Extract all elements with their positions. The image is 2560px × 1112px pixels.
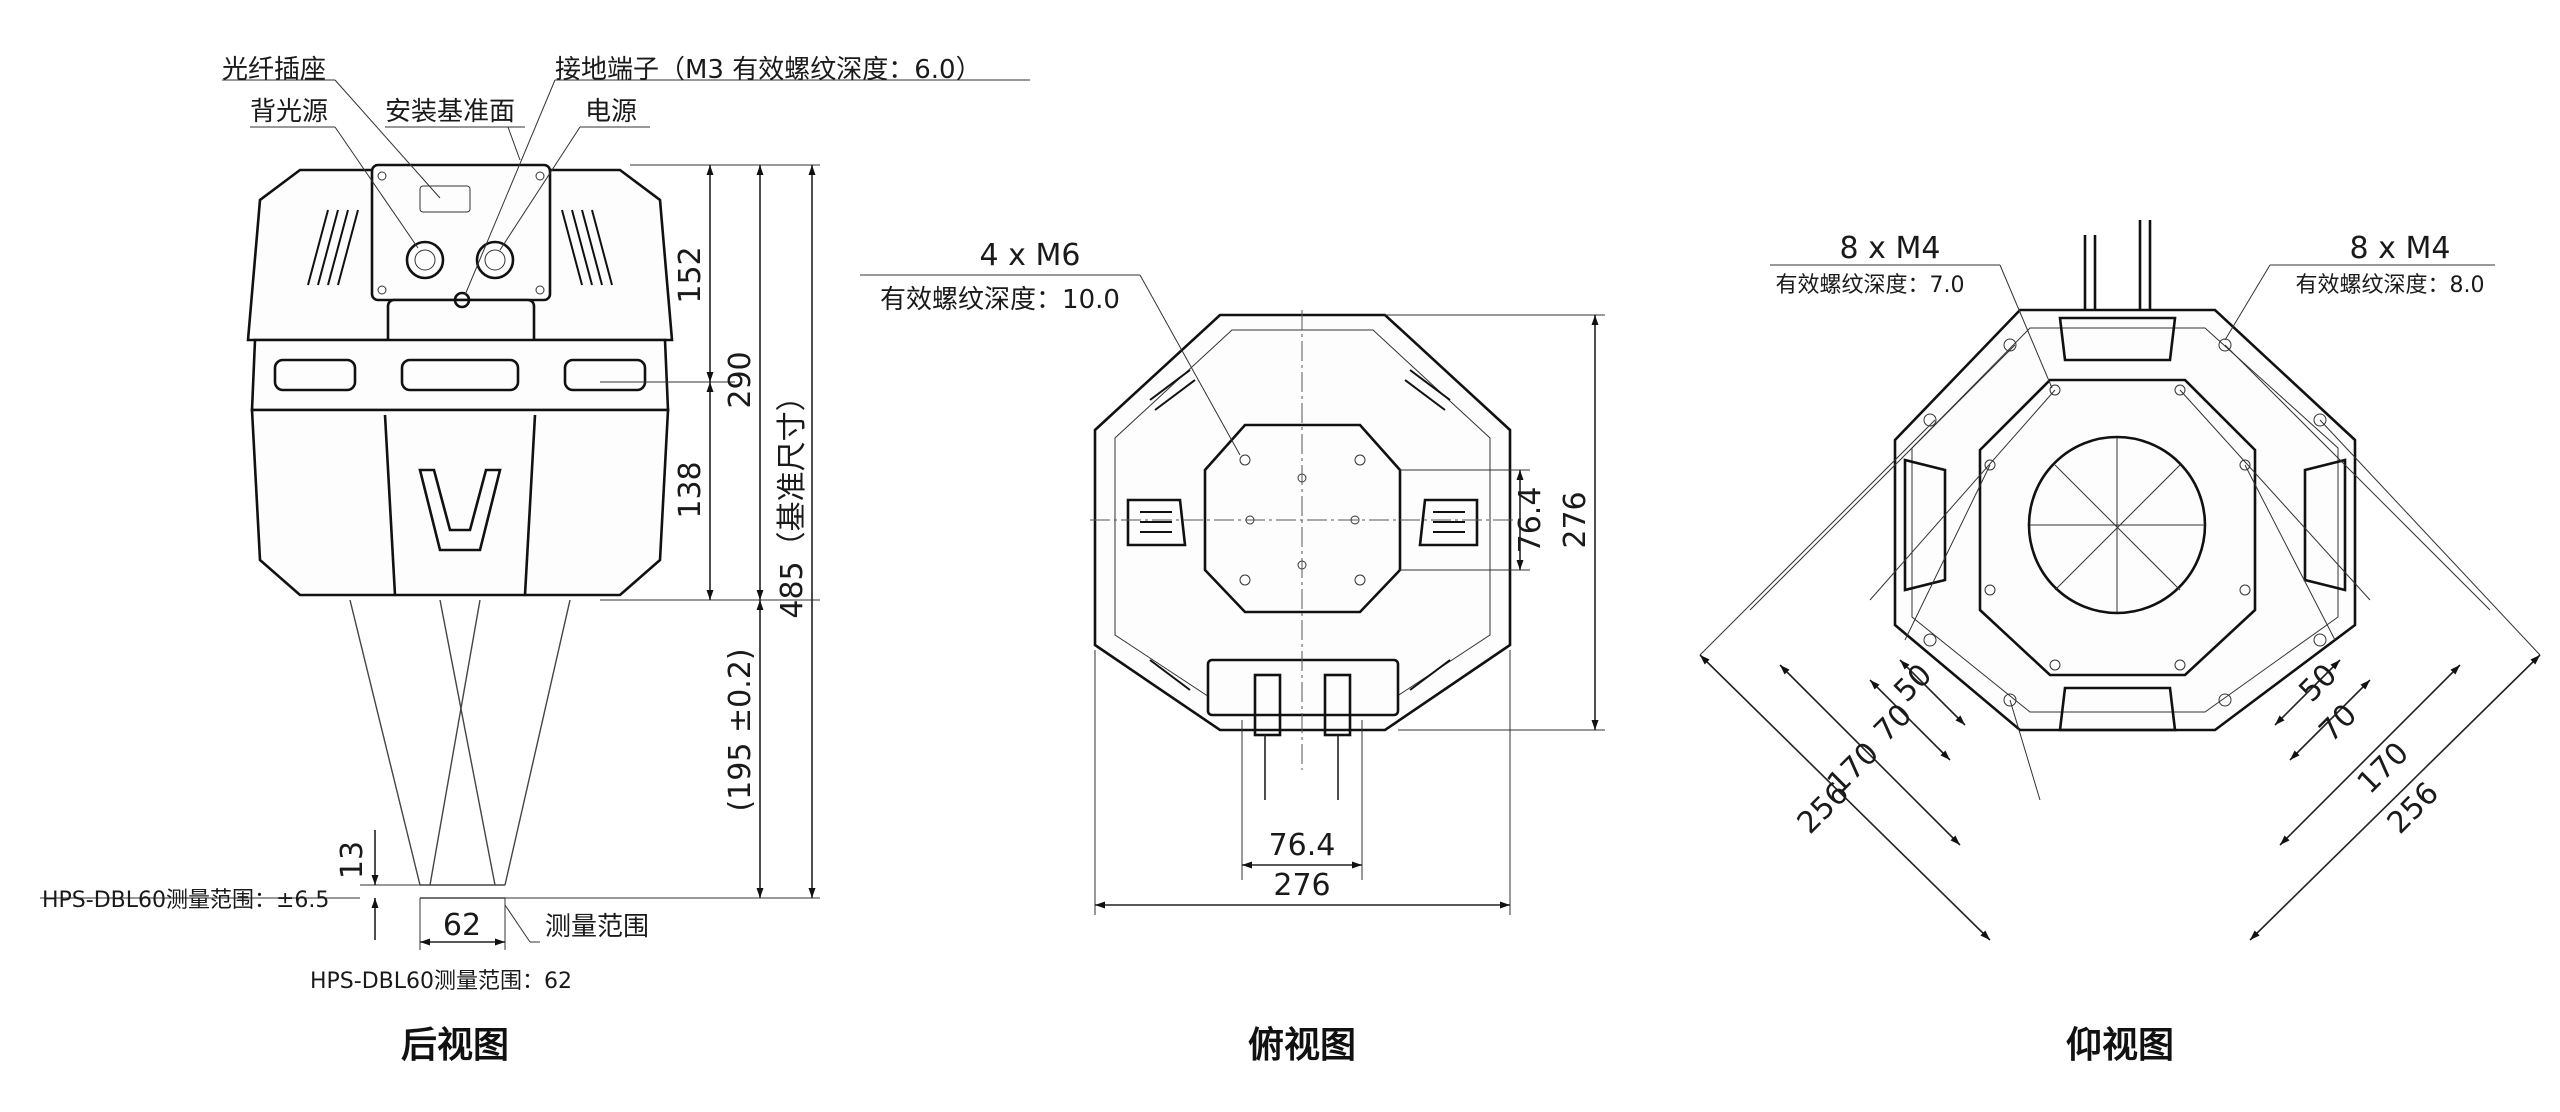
measurement-beam — [349, 599, 571, 899]
dim-152: 152 — [673, 246, 708, 303]
power-connector — [475, 240, 515, 280]
dim-195: (195 ±0.2) — [723, 648, 758, 811]
dim-485: 485（基准尺寸） — [775, 381, 810, 618]
label-power: 电源 — [585, 97, 637, 127]
dim-13: 13 — [335, 841, 370, 879]
note-range-height: HPS-DBL60测量范围：±6.5 — [42, 888, 329, 913]
label-top-thread-depth: 有效螺纹深度：10.0 — [880, 285, 1120, 315]
bottom-view — [1699, 220, 2541, 941]
ground-terminal-shape — [453, 291, 471, 309]
rear-vent-right — [561, 209, 613, 286]
rear-vent-left — [307, 209, 359, 286]
label-top-thread-spec: 4 x M6 — [980, 238, 1081, 273]
label-fiber-socket: 光纤插座 — [222, 55, 326, 85]
label-bottom-left-spec: 8 x M4 — [1840, 231, 1941, 266]
dim-top-76-horizontal: 76.4 — [1269, 828, 1336, 863]
backlight-connector — [405, 240, 445, 280]
label-bottom-left-depth: 有效螺纹深度：7.0 — [1776, 273, 1965, 298]
label-measure-range: 测量范围 — [545, 912, 649, 942]
dim-top-276-horizontal: 276 — [1273, 868, 1330, 903]
caption-rear-view: 后视图 — [401, 1025, 509, 1066]
label-ground-terminal: 接地端子（M3 有效螺纹深度：6.0） — [555, 55, 982, 85]
rear-view — [40, 79, 1030, 950]
connector-panel — [370, 163, 552, 302]
note-range-width: HPS-DBL60测量范围：62 — [310, 969, 572, 994]
label-bottom-right-spec: 8 x M4 — [2350, 231, 2451, 266]
dim-290: 290 — [723, 351, 758, 408]
label-backlight: 背光源 — [250, 97, 328, 127]
dim-top-276-vertical: 276 — [1558, 491, 1593, 548]
dim-138: 138 — [673, 461, 708, 518]
label-bottom-right-depth: 有效螺纹深度：8.0 — [2296, 273, 2485, 298]
dim-top-76-vertical: 76.4 — [1513, 487, 1548, 554]
top-view — [860, 274, 1605, 915]
mounting-plate — [1203, 423, 1402, 614]
caption-bottom-view: 仰视图 — [2066, 1025, 2174, 1066]
dim-62: 62 — [443, 908, 481, 943]
fiber-socket-shape — [419, 185, 471, 213]
label-mount-reference: 安装基准面 — [385, 97, 515, 127]
caption-top-view: 俯视图 — [1248, 1025, 1356, 1066]
